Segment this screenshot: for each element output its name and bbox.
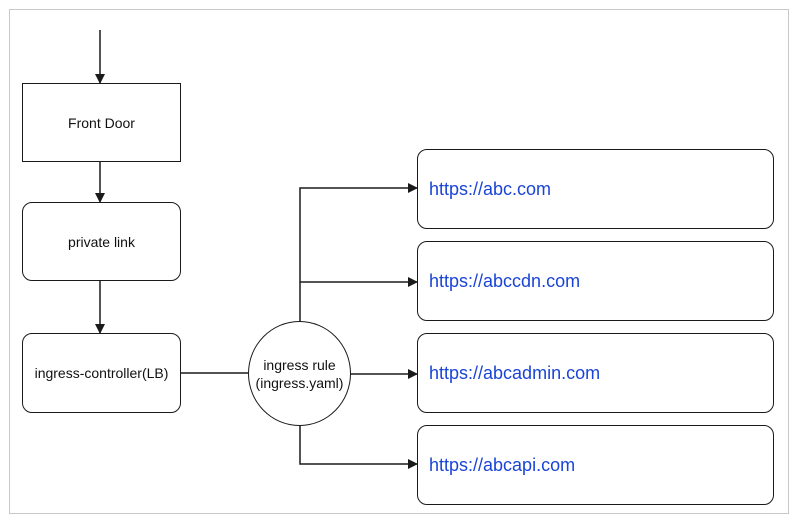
target-url: https://abc.com — [429, 178, 552, 199]
target-url: https://abcadmin.com — [429, 362, 601, 383]
arrow-rule-to-abc — [299, 183, 418, 322]
private-link-node: private link — [22, 202, 181, 281]
target-abcadmin: https://abcadmin.com — [417, 333, 774, 413]
target-url: https://abccdn.com — [429, 270, 581, 291]
target-abc: https://abc.com — [417, 149, 774, 229]
ingress-rule-title: ingress rule — [263, 356, 336, 373]
target-abcapi: https://abcapi.com — [417, 425, 774, 505]
diagram-frame — [9, 9, 789, 514]
target-url: https://abcapi.com — [429, 454, 576, 475]
target-abccdn: https://abccdn.com — [417, 241, 774, 321]
ingress-rule-node: ingress rule (ingress.yaml) — [248, 321, 351, 426]
front-door-node: Front Door — [22, 83, 181, 162]
ingress-rule-file: (ingress.yaml) — [255, 374, 344, 391]
ingress-controller-node: ingress-controller(LB) — [22, 333, 181, 413]
arrow-rule-to-abcapi — [299, 426, 418, 469]
